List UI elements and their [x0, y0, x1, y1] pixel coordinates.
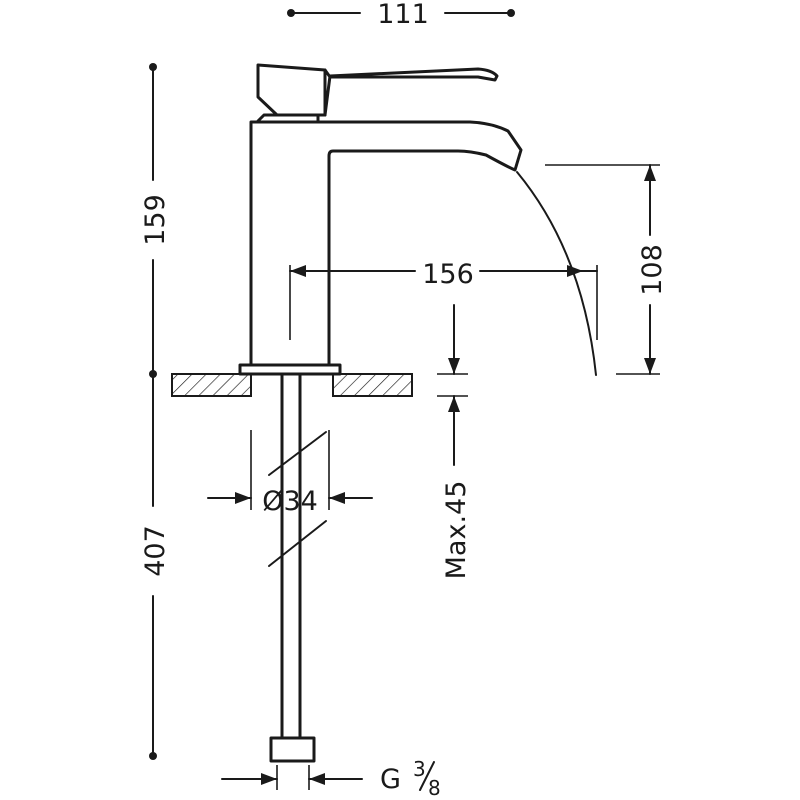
water-stream-arc	[516, 171, 597, 376]
dimension-label-156: 156	[422, 259, 474, 290]
dimension-label-thread-denominator: 8	[428, 776, 441, 800]
dimension-spout-reach: 156	[289, 259, 598, 340]
dimension-spout-clearance: 108	[545, 164, 668, 375]
dimension-label-thread-g: G	[380, 764, 401, 795]
dimension-label-407: 407	[140, 525, 171, 577]
base-plate	[238, 363, 342, 376]
dimension-label-111: 111	[377, 0, 429, 30]
hose-connector	[269, 736, 316, 763]
dimension-top-width: 111	[287, 0, 515, 30]
dimension-left-chain: 159 407	[140, 63, 171, 760]
dimension-base-diameter: Ø34	[207, 430, 373, 517]
spout-outline	[249, 120, 523, 367]
dimension-max-deck-thickness: Max.45	[437, 304, 472, 580]
dimension-connection-thread: G 3 8	[221, 757, 441, 800]
dimension-label-diameter-34: Ø34	[262, 486, 318, 517]
dimension-label-thread-numerator: 3	[413, 757, 426, 781]
dimension-label-108: 108	[637, 244, 668, 296]
supply-hose	[268, 372, 327, 763]
dimension-label-max-45: Max.45	[441, 481, 472, 580]
faucet-body	[238, 63, 523, 376]
dimension-label-159: 159	[140, 194, 171, 246]
lever-handle	[256, 63, 499, 117]
countertop-section	[171, 373, 413, 397]
